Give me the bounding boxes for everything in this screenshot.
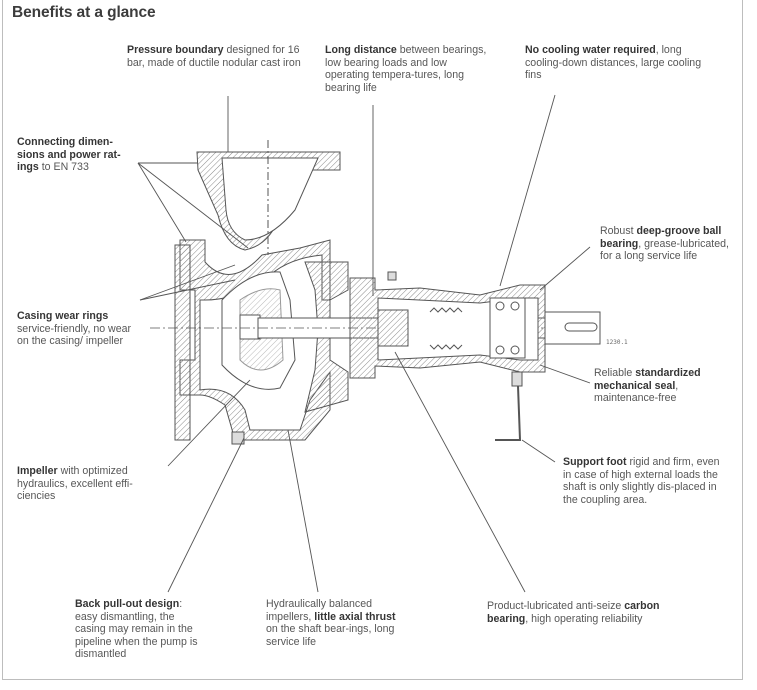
- callout-casing-wear-rings: Casing wear rings service-friendly, no w…: [17, 310, 137, 348]
- callout-deep-groove-text: , grease-lubricated, for a long service …: [600, 237, 729, 263]
- callout-connecting-dimensions-title: Connecting dimen-sions and power rat-ing…: [17, 136, 121, 174]
- leader-lines: [137, 94, 591, 593]
- callout-support-foot: Support foot rigid and firm, even in cas…: [563, 456, 723, 506]
- callout-support-foot-title: Support foot: [563, 456, 627, 468]
- callout-deep-groove-pre: Robust: [600, 225, 637, 237]
- leader-mechanical-seal: [539, 364, 591, 384]
- callout-mechanical-seal-text: , maintenance-free: [594, 379, 679, 405]
- callout-connecting-dimensions: Connecting dimen-sions and power rat-ing…: [17, 136, 139, 174]
- leader-connecting-3: [137, 162, 249, 249]
- callout-back-pull-out-title: Back pull-out design: [75, 598, 180, 610]
- callout-impeller-title: Impeller: [17, 465, 58, 477]
- drawing-number: 1230.1: [606, 339, 628, 346]
- callout-no-cooling-title: No cooling water required: [525, 44, 656, 56]
- leader-wear-rings-2: [139, 279, 236, 301]
- callout-no-cooling-text: , long cooling-down distances, large coo…: [525, 44, 702, 82]
- callout-carbon-bearing-pre: Product-lubricated anti-seize: [487, 600, 625, 612]
- callout-connecting-dimensions-text: to EN 733: [38, 161, 89, 174]
- leader-carbon-bearing: [394, 351, 526, 593]
- callout-deep-groove-ball-bearing: Robust deep-groove ball bearing, grease-…: [600, 225, 730, 263]
- callout-axial-thrust-pre: Hydraulically balanced impellers,: [266, 598, 372, 623]
- leader-wear-rings-1: [139, 264, 236, 301]
- callout-back-pull-out: Back pull-out design: easy dismantling, …: [75, 598, 205, 661]
- callout-carbon-bearing-text: , high operating reliability: [525, 612, 643, 625]
- leader-connecting-2: [137, 162, 187, 243]
- callout-impeller-text: with optimized hydraulics, excellent eff…: [17, 465, 133, 503]
- leader-no-cooling: [499, 94, 556, 287]
- suction-flange: [174, 244, 191, 441]
- leader-back-pull-out: [167, 437, 245, 593]
- leader-support-foot: [521, 439, 556, 463]
- impeller-nut: [239, 314, 261, 340]
- ball-bearing: [489, 297, 526, 359]
- carbon-bearing-bush: [377, 309, 409, 347]
- callout-casing-wear-rings-text: service-friendly, no wear on the casing/…: [17, 322, 132, 348]
- callout-carbon-bearing: Product-lubricated anti-seize carbon bea…: [487, 600, 677, 625]
- callout-long-distance-title: Long distance: [325, 44, 397, 56]
- leader-deep-groove: [539, 246, 591, 291]
- callout-pressure-boundary-text: designed for 16 bar, made of ductile nod…: [127, 44, 301, 69]
- callout-axial-thrust-text: on the shaft bear-ings, long service lif…: [266, 623, 395, 648]
- callout-mechanical-seal-title: standardized mechanical seal: [594, 367, 701, 392]
- callout-axial-thrust-title: little axial thrust: [314, 610, 396, 623]
- leader-axial-thrust: [287, 429, 319, 593]
- callout-no-cooling-water: No cooling water required, long cooling-…: [525, 44, 710, 82]
- leader-impeller: [167, 379, 251, 467]
- callout-carbon-bearing-title: carbon bearing: [487, 600, 660, 625]
- callout-pressure-boundary-title: Pressure boundary: [127, 44, 224, 56]
- callout-mechanical-seal: Reliable standardized mechanical seal, m…: [594, 367, 732, 405]
- callout-back-pull-out-text: : easy dismantling, the casing may remai…: [75, 598, 198, 661]
- callout-casing-wear-rings-title: Casing wear rings: [17, 310, 109, 322]
- callout-deep-groove-title: deep-groove ball bearing: [600, 225, 722, 250]
- figure-title: Benefits at a glance: [12, 4, 156, 21]
- callout-mechanical-seal-pre: Reliable: [594, 367, 636, 379]
- callout-long-distance-text: between bearings, low bearing loads and …: [325, 44, 487, 94]
- volute-casing: [179, 239, 331, 441]
- callout-long-distance: Long distance between bearings, low bear…: [325, 44, 491, 94]
- mechanical-seal: [429, 307, 463, 350]
- callout-pressure-boundary: Pressure boundary designed for 16 bar, m…: [127, 44, 307, 69]
- callout-support-foot-text: rigid and firm, even in case of high ext…: [563, 456, 720, 506]
- support-foot: [495, 385, 522, 441]
- callout-axial-thrust: Hydraulically balanced impellers, little…: [266, 598, 406, 648]
- callout-impeller: Impeller with optimized hydraulics, exce…: [17, 465, 157, 503]
